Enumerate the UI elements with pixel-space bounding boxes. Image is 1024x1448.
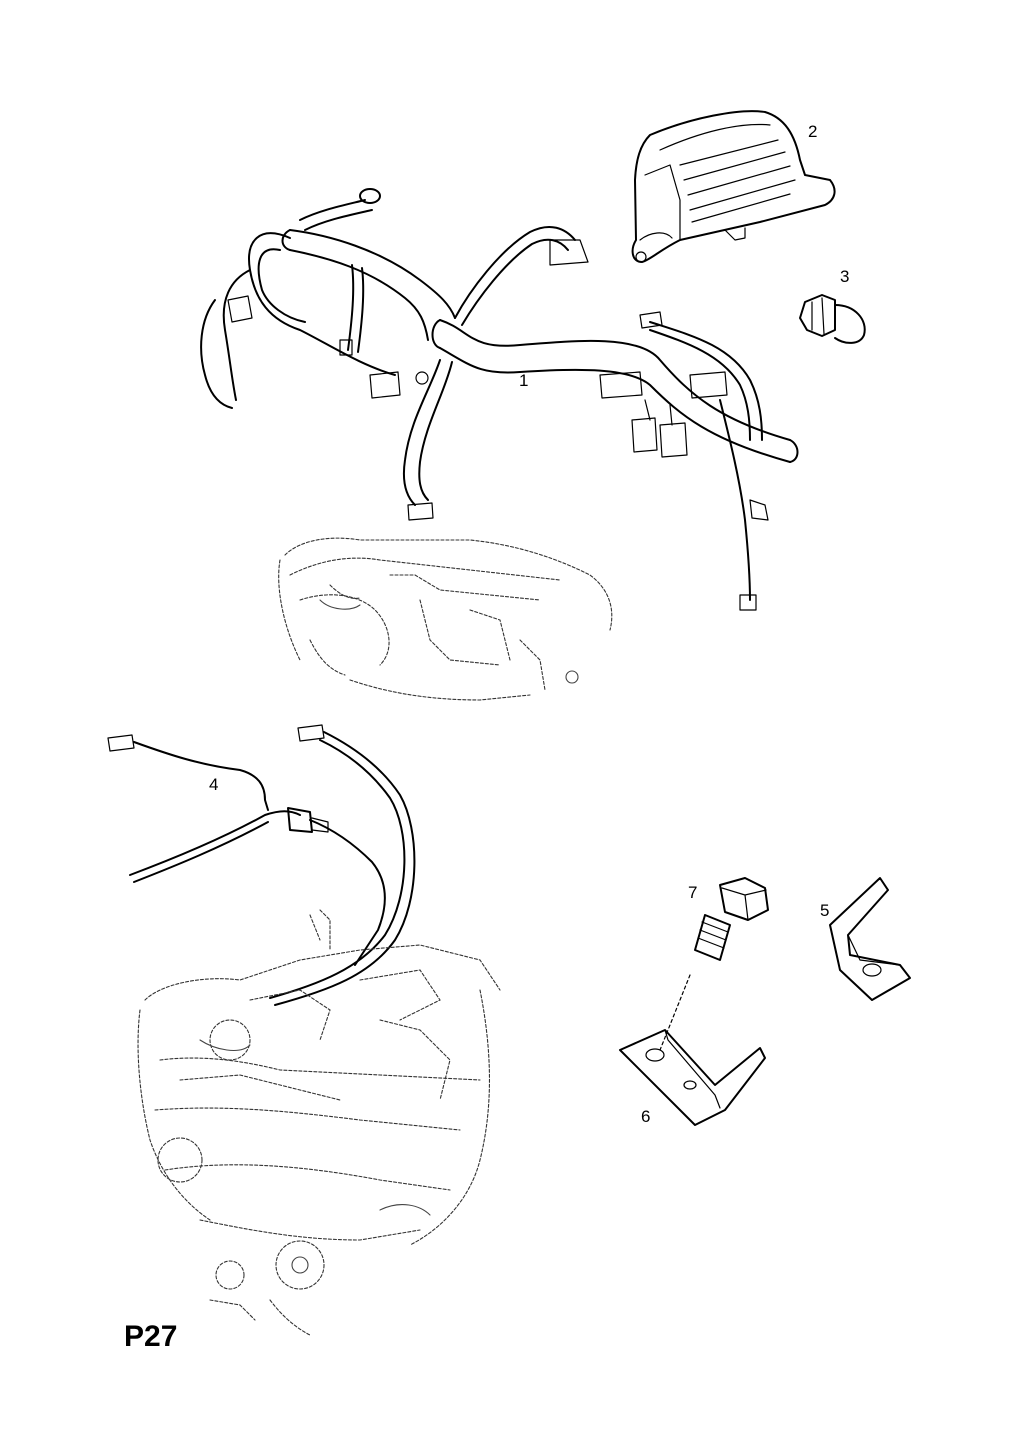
module-callout: 2	[808, 122, 817, 141]
bracket-small-callout: 5	[820, 901, 829, 920]
bracket-large: 6	[619, 1029, 766, 1126]
engine-outline-upper	[278, 537, 613, 701]
bolt-callout: 7	[688, 883, 697, 902]
bracket-large-callout: 6	[641, 1107, 650, 1126]
harness-callout: 1	[519, 371, 528, 390]
sensor-wire-callout: 4	[209, 775, 218, 794]
engine-outline-lower	[137, 909, 501, 1336]
protective-cap: 3	[799, 267, 866, 344]
bolt: 7	[659, 877, 769, 1051]
wiring-harness: 1	[200, 188, 799, 611]
sensor-wire-assembly: 4	[107, 724, 416, 1006]
ignition-module: 2	[631, 110, 836, 263]
page-code: P27	[124, 1320, 177, 1353]
bracket-small: 5	[820, 877, 911, 1001]
cap-callout: 3	[840, 267, 849, 286]
